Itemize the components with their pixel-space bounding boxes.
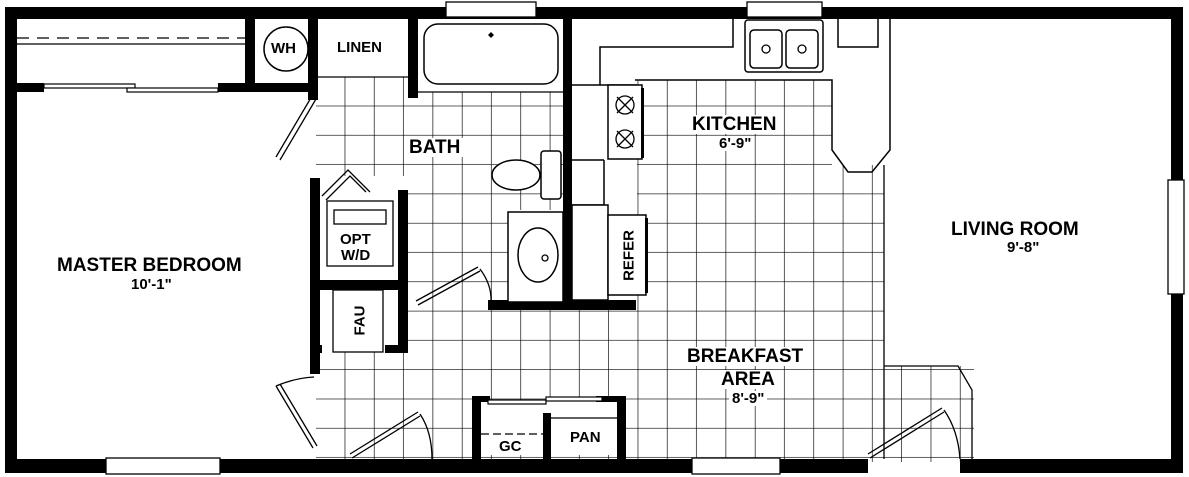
washer-dryer-label-2: W/D <box>341 247 371 264</box>
sink-vanity-icon <box>507 211 564 303</box>
living-room-dimension: 9'-8" <box>1004 240 1043 255</box>
breakfast-area-label-2: AREA <box>718 370 778 389</box>
windows <box>105 1 1185 475</box>
linen-closet-label: LINEN <box>334 40 385 55</box>
garbage-can-label: GC <box>499 438 522 455</box>
kitchen-dimension: 6'-9" <box>716 136 755 151</box>
master-bedroom-label: MASTER BEDROOM <box>54 256 245 275</box>
water-heater-icon <box>263 26 309 72</box>
interior-walls <box>17 14 636 462</box>
refrigerator-label: REFER <box>620 230 638 281</box>
bathtub-icon <box>423 23 559 85</box>
kitchen-sink-icon <box>744 19 824 73</box>
breakfast-area-dimension: 8'-9" <box>729 391 768 406</box>
kitchen-room-label: KITCHEN <box>689 115 780 134</box>
breakfast-area-label: BREAKFAST <box>684 347 807 366</box>
refrigerator-icon <box>571 204 648 301</box>
master-bedroom-dimension: 10'-1" <box>128 277 175 292</box>
doors <box>275 95 961 460</box>
range-stove-icon <box>607 84 644 160</box>
bath-room-label: BATH <box>406 138 464 157</box>
washer-dryer-label: OPT <box>340 231 371 248</box>
living-room-label: LIVING ROOM <box>948 220 1082 239</box>
furnace-icon <box>332 289 384 353</box>
pantry-label: PAN <box>570 429 601 446</box>
toilet-icon <box>491 150 562 200</box>
water-heater-label: WH <box>271 40 296 57</box>
furnace-label: FAU <box>351 305 369 336</box>
